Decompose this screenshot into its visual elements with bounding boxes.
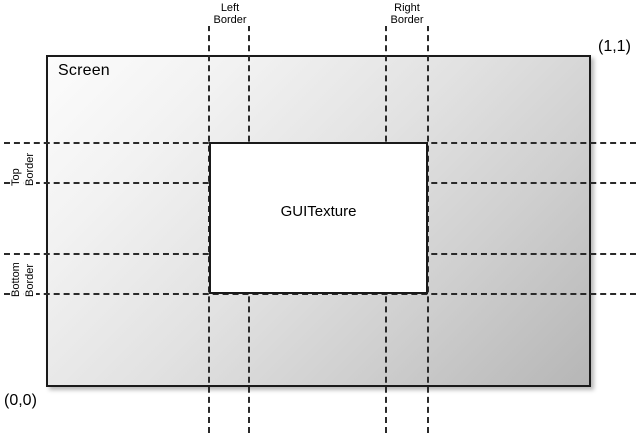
left-border-label: Left Border — [206, 2, 254, 26]
guide-horizontal-bottom-outer — [4, 293, 636, 295]
coordinate-top-right: (1,1) — [598, 38, 631, 55]
bottom-border-label: Bottom — [10, 262, 22, 297]
left-border-label-line2: Border — [213, 14, 247, 26]
top-border-label: Top — [10, 168, 22, 186]
guitexture-label: GUITexture — [280, 203, 357, 220]
screen-label: Screen — [58, 62, 110, 79]
top-border-label-line2: Border — [24, 152, 36, 186]
left-border-label-line1: Left — [220, 2, 240, 14]
guide-vertical-right-outer — [427, 5, 429, 433]
top-border-label-line1: Top — [10, 168, 22, 186]
top-border-label-second: Border — [24, 152, 36, 186]
bottom-border-label-line1: Bottom — [10, 262, 22, 297]
bottom-border-label-line2: Border — [24, 263, 36, 297]
right-border-label: Right Border — [383, 2, 431, 26]
right-border-label-line2: Border — [390, 14, 424, 26]
guitexture-rectangle — [209, 142, 428, 294]
coordinate-bottom-left: (0,0) — [4, 392, 37, 409]
bottom-border-label-second: Border — [24, 263, 36, 297]
right-border-label-line1: Right — [394, 2, 420, 14]
